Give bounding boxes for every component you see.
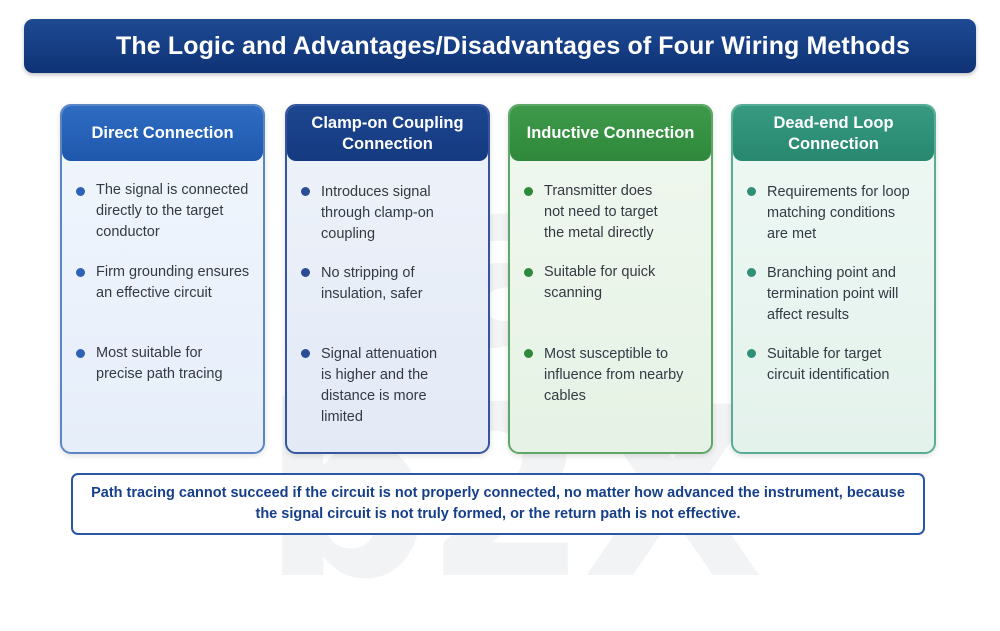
bullet-dot-icon [76, 268, 85, 277]
bullet-dot-icon [524, 268, 533, 277]
list-item-text: Suitable for target circuit identificati… [767, 346, 890, 383]
bullet-dot-icon [76, 187, 85, 196]
card-inductive-connection: Inductive Connection Transmitter does no… [508, 104, 713, 454]
bullet-dot-icon [747, 268, 756, 277]
list-item-text: Firm grounding ensures an effective circ… [96, 264, 250, 301]
card-dead-end-loop: Dead-end Loop Connection Requirements fo… [731, 104, 936, 454]
list-item-text: Signal attenuation is higher and the dis… [321, 346, 438, 425]
list-item-text: Introduces signal through clamp-on coupl… [321, 184, 434, 242]
list-item-text: No stripping of insulation, safer [321, 265, 423, 302]
title-banner: The Logic and Advantages/Disadvantages o… [24, 19, 976, 73]
card-heading: Inductive Connection [510, 106, 711, 161]
card-heading: Dead-end Loop Connection [733, 106, 934, 161]
bullet-dot-icon [524, 187, 533, 196]
bullet-dot-icon [301, 268, 310, 277]
card-clamp-on-coupling: Clamp-on Coupling Connection Introduces … [285, 104, 490, 454]
bullet-dot-icon [301, 187, 310, 196]
card-direct-connection: Direct Connection The signal is connecte… [60, 104, 265, 454]
page-title: The Logic and Advantages/Disadvantages o… [116, 31, 910, 60]
card-heading: Direct Connection [62, 106, 263, 161]
bullet-dot-icon [747, 349, 756, 358]
bullet-dot-icon [524, 349, 533, 358]
list-item-text: Transmitter does not need to target the … [544, 183, 658, 241]
list-item-text: Most suitable for precise path tracing [96, 345, 223, 382]
bullet-dot-icon [747, 187, 756, 196]
card-heading: Clamp-on Coupling Connection [287, 106, 488, 161]
list-item-text: The signal is connected directly to the … [96, 182, 249, 240]
list-item-text: Requirements for loop matching condition… [767, 184, 910, 242]
list-item-text: Branching point and termination point wi… [767, 265, 899, 323]
conclusion-note: Path tracing cannot succeed if the circu… [71, 473, 925, 535]
bullet-dot-icon [76, 349, 85, 358]
list-item-text: Most susceptible to influence from nearb… [544, 346, 684, 404]
list-item-text: Suitable for quick scanning [544, 264, 656, 301]
bullet-dot-icon [301, 349, 310, 358]
